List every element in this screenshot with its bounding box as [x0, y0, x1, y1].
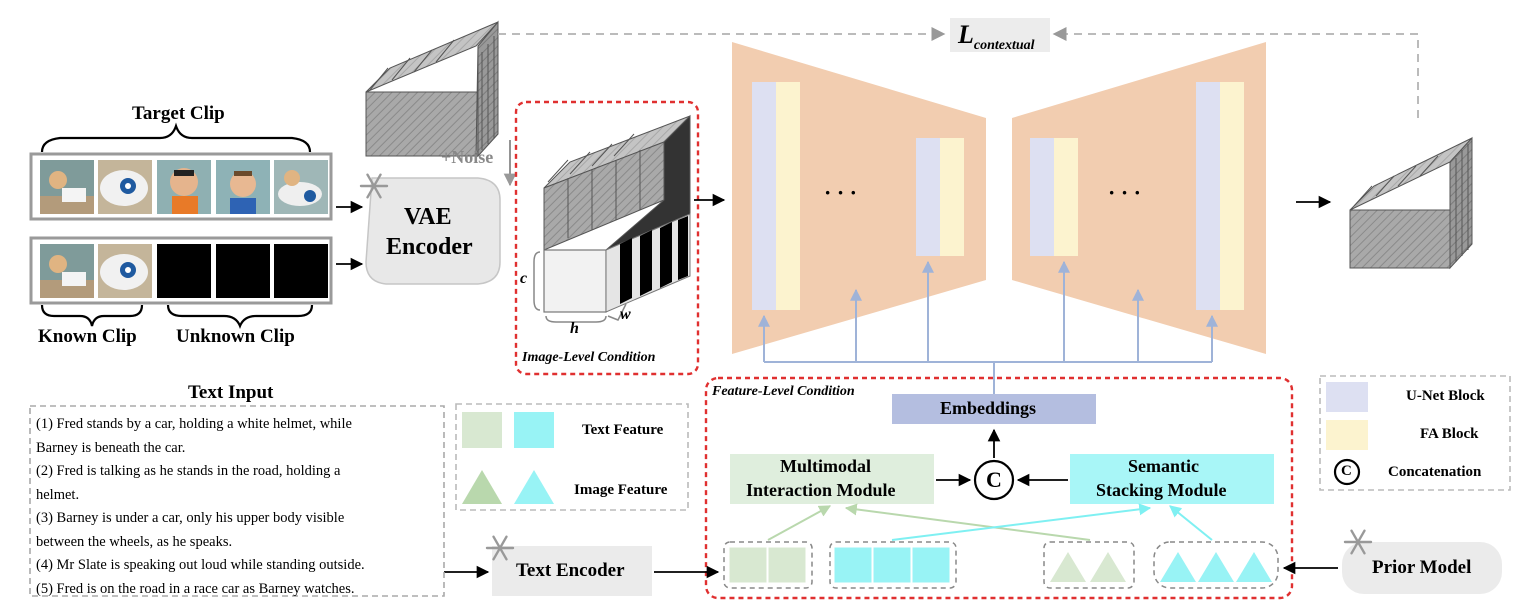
vae-label-line2: Encoder: [386, 234, 473, 260]
loss-right-dashed: [1052, 27, 1419, 118]
legend-concat-symbol: C: [1341, 463, 1352, 479]
feature-level-condition-box: [704, 376, 1294, 600]
unknown-clip-brace: [166, 304, 314, 329]
loss-label: Lcontextual: [958, 20, 1035, 54]
embeddings-label: Embeddings: [940, 398, 1037, 418]
dim-c-bracket: [533, 251, 541, 311]
mim-label-line2: Interaction Module: [746, 480, 896, 500]
unet-block-dec-2: [1196, 82, 1220, 310]
dim-h-label: h: [570, 320, 579, 337]
snowflake-icon: [1343, 529, 1373, 555]
vae-label-line1: VAE: [404, 204, 452, 230]
mim-label-line1: Multimodal: [780, 456, 872, 476]
target-clip-frames: [40, 160, 328, 214]
legend-concatenation: Concatenation: [1388, 464, 1482, 480]
image-feature-group-2: [1153, 541, 1279, 589]
text-input-line: (2) Fred is talking as he stands in the …: [36, 463, 341, 479]
text-input-box: [29, 405, 445, 597]
ssm-label-line2: Stacking Module: [1096, 480, 1227, 500]
text-input-line: helmet.: [36, 486, 80, 503]
text-input-line: between the wheels, as he speaks.: [36, 533, 233, 550]
dim-h-bracket: [545, 315, 607, 323]
snowflake-icon: [359, 173, 389, 199]
known-clip-label: Known Clip: [38, 326, 137, 347]
text-input-line: Barney is beneath the car.: [36, 439, 186, 456]
text-input-line: (5) Fred is on the road in a race car as…: [36, 580, 355, 597]
text-encoder-label: Text Encoder: [516, 560, 625, 581]
known-clip-frames: [40, 244, 152, 298]
output-latent-cube: [1349, 136, 1473, 270]
image-feature-group-1: [1043, 541, 1135, 589]
image2-to-ssm-arrow: [1169, 505, 1213, 541]
concat-latent-cube: [543, 114, 691, 313]
loss-subscript: contextual: [973, 38, 1035, 54]
feature-legend-box: [455, 403, 689, 511]
fa-block-enc-2: [940, 138, 964, 256]
fa-block-dec-2: [1220, 82, 1244, 310]
legend-fa-block: FA Block: [1420, 426, 1479, 442]
legend-unet-block: U-Net Block: [1406, 388, 1485, 404]
text-input-body: (1) Fred stands by a car, holding a whit…: [36, 413, 440, 601]
target-clip-brace: [40, 122, 312, 153]
block-legend-box: [1319, 375, 1511, 491]
embedding-injection-arrows: [758, 260, 1218, 394]
prior-model-label: Prior Model: [1372, 557, 1472, 578]
decoder-ellipsis: · · ·: [1108, 180, 1142, 205]
text-input-line: (3) Barney is under a car, only his uppe…: [36, 510, 345, 526]
loss-symbol: L: [958, 20, 974, 49]
text-input-line: (4) Mr Slate is speaking out loud while …: [36, 557, 365, 573]
dim-c-label: c: [520, 270, 528, 287]
noise-label: +Noise: [441, 147, 494, 167]
concat-circle: [973, 459, 1015, 501]
unet-block-dec-1: [1030, 138, 1054, 256]
vae-encoder-shape: [365, 177, 501, 285]
prior-model-box: [1342, 542, 1502, 594]
unknown-clip-label: Unknown Clip: [176, 326, 295, 347]
image-level-condition-box: [514, 100, 700, 376]
unet-block-enc-1: [752, 82, 776, 310]
image1-to-mim-arrow: [844, 503, 1091, 541]
fa-block-enc-1: [776, 82, 800, 310]
fa-block-dec-1: [1054, 138, 1078, 256]
image-level-condition-label: Image-Level Condition: [522, 350, 656, 365]
text-feature-group-2: [829, 541, 957, 589]
text1-to-mim-arrow: [767, 505, 832, 541]
concat-symbol: C: [986, 467, 1002, 492]
encoder-ellipsis: · · ·: [824, 180, 858, 205]
snowflake-icon: [485, 535, 515, 561]
text-input-title: Text Input: [188, 382, 274, 403]
target-clip-label: Target Clip: [132, 103, 225, 124]
loss-box: [950, 18, 1050, 52]
dim-w-label: w: [620, 306, 631, 323]
embeddings-box: [892, 394, 1096, 424]
text2-to-ssm-arrow: [891, 503, 1152, 541]
feature-level-condition-label: Feature-Level Condition: [712, 384, 855, 399]
legend-image-feature: Image Feature: [574, 482, 668, 498]
known-clip-brace: [40, 304, 144, 327]
target-latent-cube: [365, 20, 499, 158]
unet-block-enc-2: [916, 138, 940, 256]
ssm-box: [1070, 454, 1274, 504]
mim-box: [730, 454, 934, 504]
text-encoder-box: [492, 546, 652, 596]
text-feature-group-1: [723, 541, 813, 589]
text-input-line: (1) Fred stands by a car, holding a whit…: [36, 416, 352, 432]
unknown-clip-frames: [157, 244, 328, 298]
legend-text-feature: Text Feature: [582, 422, 664, 438]
dim-w-bracket: [607, 303, 627, 321]
ssm-label-line1: Semantic: [1128, 456, 1199, 476]
